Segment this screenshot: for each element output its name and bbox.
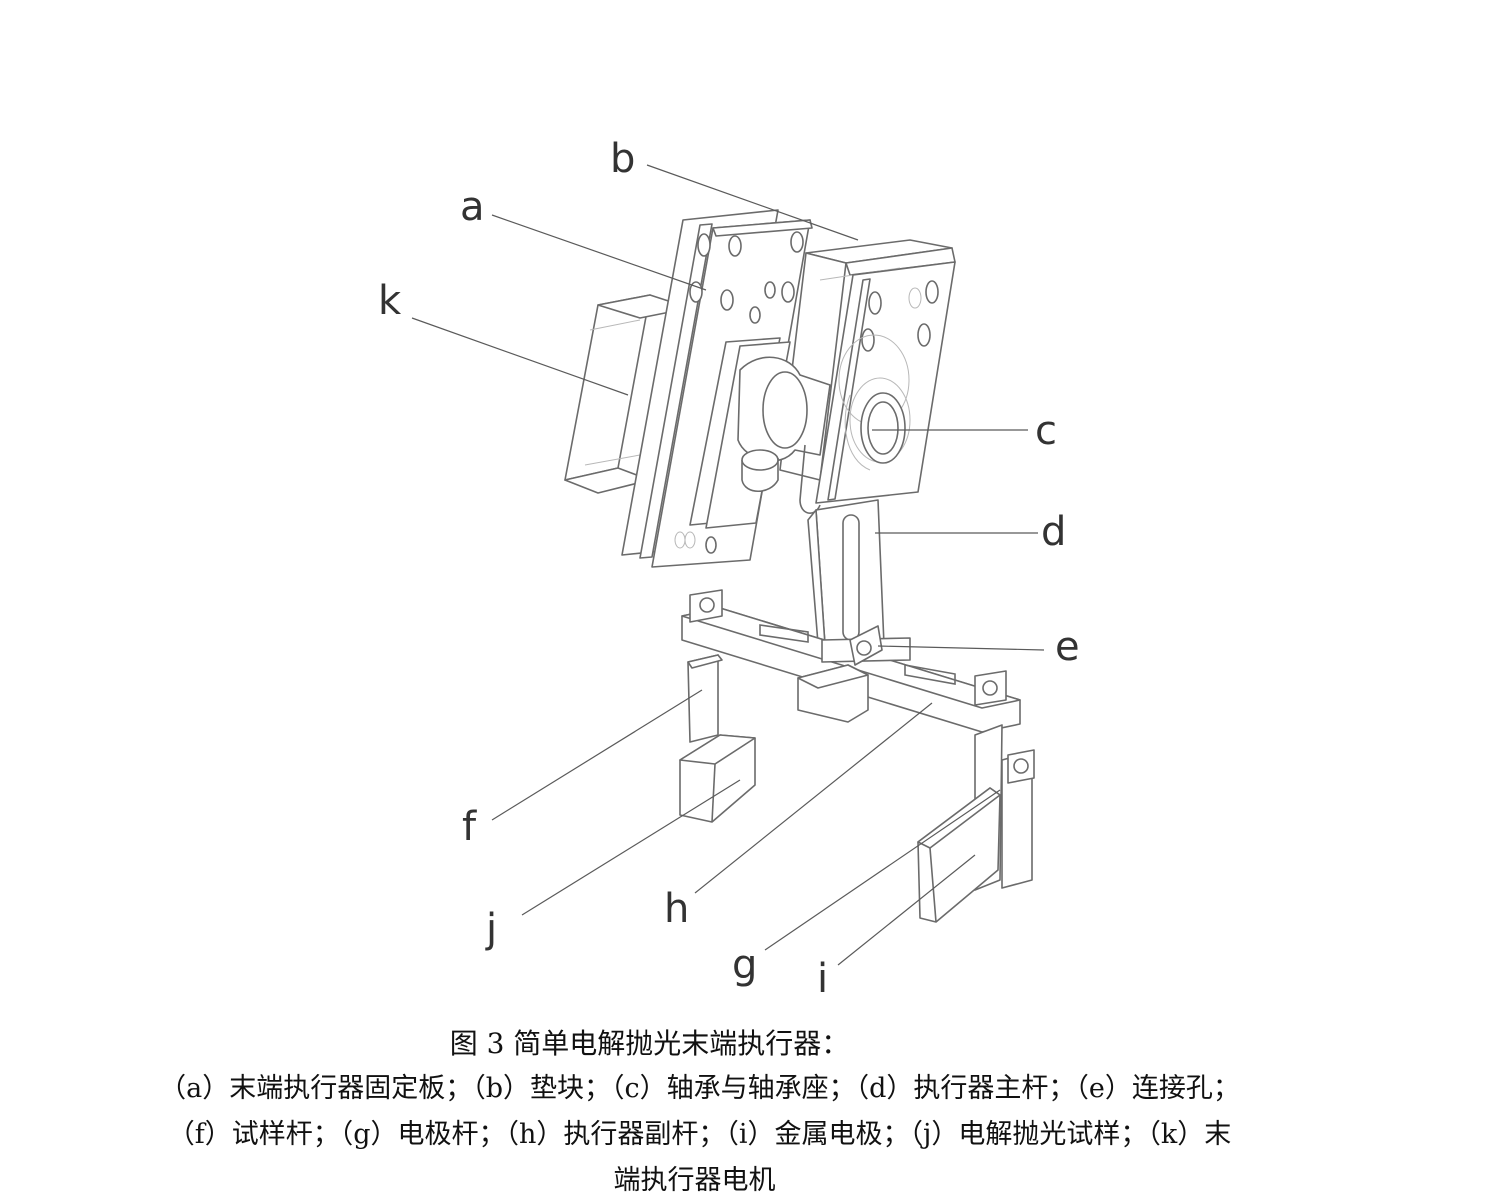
label-j: j	[485, 906, 497, 952]
bearing-shaft	[689, 337, 831, 529]
leader-lines	[411, 164, 1045, 966]
label-f: f	[462, 804, 477, 850]
caption-title: 图 3 简单电解抛光末端执行器：	[449, 1027, 850, 1060]
label-k: k	[378, 278, 402, 324]
label-i: i	[817, 956, 828, 1002]
bearing-housing-c	[815, 261, 956, 504]
caption-line-1: （a）末端执行器固定板；（b）垫块；（c）轴承与轴承座；（d）执行器主杆；（e）…	[159, 1073, 1240, 1104]
figure-caption: 图 3 简单电解抛光末端执行器： （a）末端执行器固定板；（b）垫块；（c）轴承…	[0, 1022, 1509, 1204]
caption-line-2: （f）试样杆；（g）电极杆；（h）执行器副杆；（i）金属电极；（j）电解抛光试样…	[167, 1119, 1232, 1150]
label-b: b	[610, 136, 635, 182]
label-e: e	[1055, 624, 1080, 670]
metal-electrode-i	[917, 787, 1001, 923]
label-a: a	[460, 184, 485, 230]
label-c: c	[1035, 408, 1057, 454]
label-d: d	[1041, 509, 1066, 555]
sample-rod-f	[687, 654, 723, 743]
connection-hole-e	[797, 625, 911, 723]
caption-line-3: 端执行器电机	[613, 1165, 776, 1196]
label-h: h	[664, 886, 689, 932]
labels: b a k c d e f j h g i	[378, 136, 1080, 1002]
end-effector-diagram: b a k c d e f j h g i	[378, 136, 1080, 1002]
label-g: g	[732, 942, 757, 988]
sample-j	[679, 734, 756, 823]
